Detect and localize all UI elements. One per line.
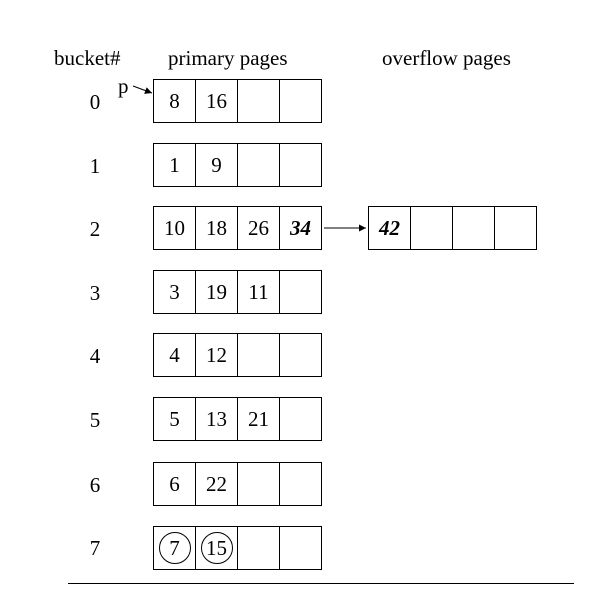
bucket-number: 3 [89, 281, 101, 305]
overflow-pages-header: overflow pages [382, 46, 511, 70]
primary-page-bucket-2: 10 18 26 34 [153, 206, 322, 250]
primary-page-bucket-7: 7 15 [153, 526, 322, 570]
page-slot: 5 [154, 398, 196, 440]
page-slot: 11 [238, 271, 280, 313]
overflow-slot [453, 207, 495, 249]
bucket-number: 7 [89, 536, 101, 560]
page-slot-circled: 15 [196, 527, 238, 569]
page-slot: 9 [196, 144, 238, 186]
page-slot: 19 [196, 271, 238, 313]
overflow-slot [495, 207, 537, 249]
primary-page-bucket-1: 1 9 [153, 143, 322, 187]
page-slot: 1 [154, 144, 196, 186]
page-slot [238, 334, 280, 376]
overflow-page: 42 [368, 206, 537, 250]
page-slot [280, 334, 322, 376]
page-slot: 18 [196, 207, 238, 249]
page-slot [280, 144, 322, 186]
pointer-label: p [118, 74, 129, 98]
bucket-number: 0 [89, 90, 101, 114]
page-slot: 21 [238, 398, 280, 440]
page-slot: 26 [238, 207, 280, 249]
primary-page-bucket-5: 5 13 21 [153, 397, 322, 441]
circled-entry: 7 [158, 532, 191, 564]
bucket-number: 6 [89, 473, 101, 497]
page-slot [238, 527, 280, 569]
page-slot [238, 463, 280, 505]
bucket-number: 1 [89, 154, 101, 178]
primary-page-bucket-6: 6 22 [153, 462, 322, 506]
circled-entry: 15 [200, 532, 233, 564]
page-slot: 12 [196, 334, 238, 376]
overflow-slot-new-entry: 42 [369, 207, 411, 249]
page-slot [280, 80, 322, 122]
page-slot: 8 [154, 80, 196, 122]
page-slot [280, 398, 322, 440]
primary-pages-header: primary pages [168, 46, 288, 70]
page-slot: 16 [196, 80, 238, 122]
pointer-arrow [132, 85, 153, 94]
page-slot: 4 [154, 334, 196, 376]
page-slot-circled: 7 [154, 527, 196, 569]
page-slot: 22 [196, 463, 238, 505]
primary-page-bucket-4: 4 12 [153, 333, 322, 377]
page-slot: 6 [154, 463, 196, 505]
page-slot [238, 144, 280, 186]
bucket-number: 2 [89, 217, 101, 241]
bucket-number: 4 [89, 344, 101, 368]
page-slot: 3 [154, 271, 196, 313]
bucket-number: 5 [89, 408, 101, 432]
baseline-rule [68, 583, 574, 584]
page-slot: 10 [154, 207, 196, 249]
page-slot-new-entry: 34 [280, 207, 322, 249]
overflow-slot [411, 207, 453, 249]
page-slot [280, 463, 322, 505]
page-slot [280, 527, 322, 569]
primary-page-bucket-3: 3 19 11 [153, 270, 322, 314]
page-slot [280, 271, 322, 313]
bucket-header: bucket# [54, 46, 121, 70]
primary-page-bucket-0: 8 16 [153, 79, 322, 123]
page-slot [238, 80, 280, 122]
page-slot: 13 [196, 398, 238, 440]
